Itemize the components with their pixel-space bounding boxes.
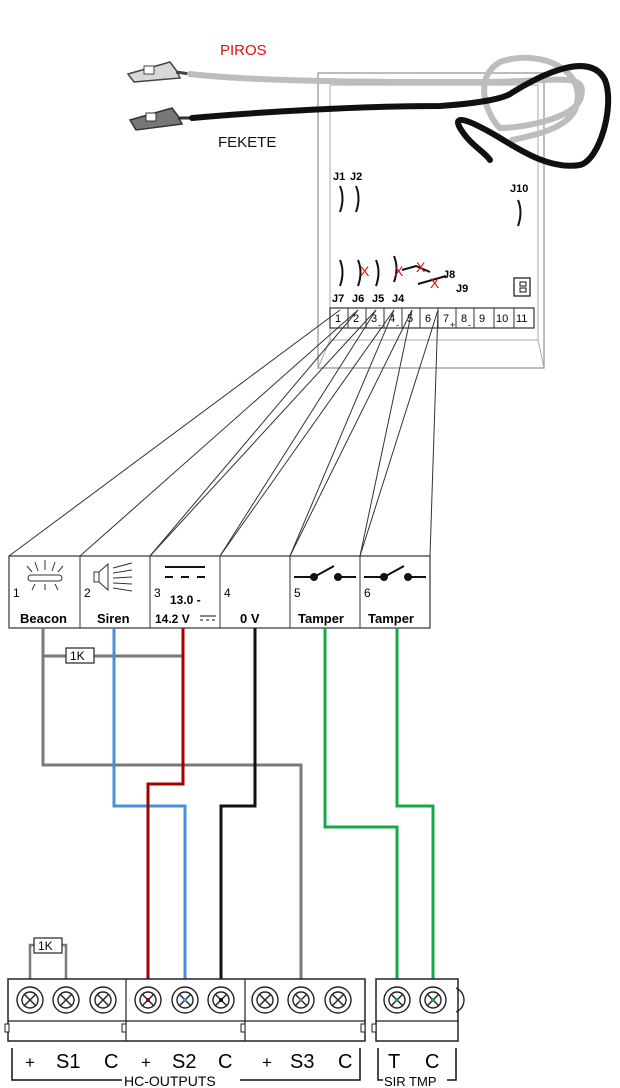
- panel-voltage-range: 13.0 -: [170, 593, 201, 607]
- panel-label-siren: Siren: [97, 611, 130, 626]
- grey-cable: [187, 54, 585, 143]
- board-terminal-11: 11: [516, 313, 527, 325]
- x-mark-j4: X: [394, 263, 404, 279]
- panel-num-6: 6: [364, 586, 371, 600]
- board-terminal-8-sign: -: [468, 320, 471, 330]
- resistor-bottom-label: 1K: [38, 939, 53, 953]
- board-terminal-3: 3: [371, 313, 377, 325]
- j10-label: J10: [510, 183, 528, 195]
- label-s1: S1: [56, 1051, 80, 1073]
- label-c2: C: [218, 1051, 232, 1073]
- siren-icon: [93, 562, 133, 592]
- bottom-labels: + S1 C + S2 C + S3 C T C HC-OUTPUTS SIR …: [11, 1048, 457, 1088]
- board-terminal-7: 7: [443, 313, 449, 325]
- panel-num-2: 2: [84, 586, 91, 600]
- beacon-icon: [26, 560, 64, 591]
- panel-label-tamper-6: Tamper: [368, 611, 414, 626]
- label-plus-1: +: [25, 1053, 35, 1072]
- label-plus-3: +: [262, 1053, 272, 1072]
- label-s2: S2: [172, 1051, 196, 1073]
- x-mark-j9: X: [430, 275, 440, 291]
- board-terminal-4-sign: -: [396, 320, 399, 330]
- board-terminal-6: 6: [425, 313, 431, 325]
- j5-label: J5: [372, 293, 384, 305]
- panel-label-tamper-5: Tamper: [298, 611, 344, 626]
- red-wire-connector: [126, 61, 191, 83]
- fekete-label: FEKETE: [218, 134, 276, 151]
- resistor-top-label: 1K: [70, 649, 85, 663]
- terminal-panel: 1 2 3 4 5 6 13.0 - Beacon Siren 14.2 V 0…: [8, 555, 431, 629]
- j4-label: J4: [392, 293, 405, 305]
- gray-wire: [41, 628, 303, 997]
- jumpers: J1 J2 J10 J8 J9 X X X X J7 J6 J5 J4: [332, 171, 531, 305]
- switch-icon: [294, 565, 356, 581]
- x-mark-j6: X: [360, 263, 370, 279]
- board-terminal-9: 9: [479, 313, 485, 325]
- panel-label-beacon: Beacon: [20, 611, 67, 626]
- callout-lines: [8, 309, 439, 557]
- black-wire-connector: [128, 107, 192, 131]
- piros-label: PIROS: [220, 42, 267, 59]
- board-terminal-2: 2: [353, 313, 359, 325]
- board-terminal-8: 8: [461, 313, 467, 325]
- j7-label: J7: [332, 293, 344, 305]
- green-wire-5: [323, 628, 399, 997]
- board-terminal-3-sign: -: [378, 320, 381, 330]
- panel-label-supply: 14.2 V: [155, 612, 190, 626]
- label-s3: S3: [290, 1051, 314, 1073]
- j1-label: J1: [333, 171, 345, 183]
- label-t: T: [388, 1051, 400, 1073]
- resistor-1k-top: 1K: [65, 647, 95, 664]
- j9-label: J9: [456, 283, 468, 295]
- label-sir-tmp: SIR TMP: [384, 1074, 437, 1088]
- board-terminal-7-sign: +: [450, 320, 455, 330]
- panel-label-0v: 0 V: [240, 611, 260, 626]
- black-wire: [219, 628, 257, 997]
- panel-num-3: 3: [154, 586, 161, 600]
- label-plus-2: +: [141, 1053, 151, 1072]
- j8-label: J8: [443, 269, 455, 281]
- dc-supply-icon: [165, 566, 205, 578]
- black-cable: [189, 63, 612, 169]
- controller-terminal-block: [4, 978, 465, 1042]
- x-mark-j8: X: [416, 259, 426, 275]
- board-terminal-1: 1: [335, 313, 341, 325]
- board-terminal-10: 10: [496, 313, 508, 325]
- board-terminal-4: 4: [389, 313, 395, 325]
- j2-label: J2: [350, 171, 362, 183]
- label-c3: C: [338, 1051, 352, 1073]
- label-hc-outputs: HC-OUTPUTS: [124, 1073, 216, 1088]
- label-c4: C: [425, 1051, 439, 1073]
- green-wire-6: [395, 628, 435, 997]
- panel-num-5: 5: [294, 586, 301, 600]
- label-c1: C: [104, 1051, 118, 1073]
- panel-num-4: 4: [224, 586, 231, 600]
- switch-icon: [364, 565, 426, 581]
- j6-label: J6: [352, 293, 364, 305]
- red-wire: [146, 628, 185, 997]
- panel-num-1: 1: [13, 586, 20, 600]
- dc-symbol-small: [200, 615, 216, 621]
